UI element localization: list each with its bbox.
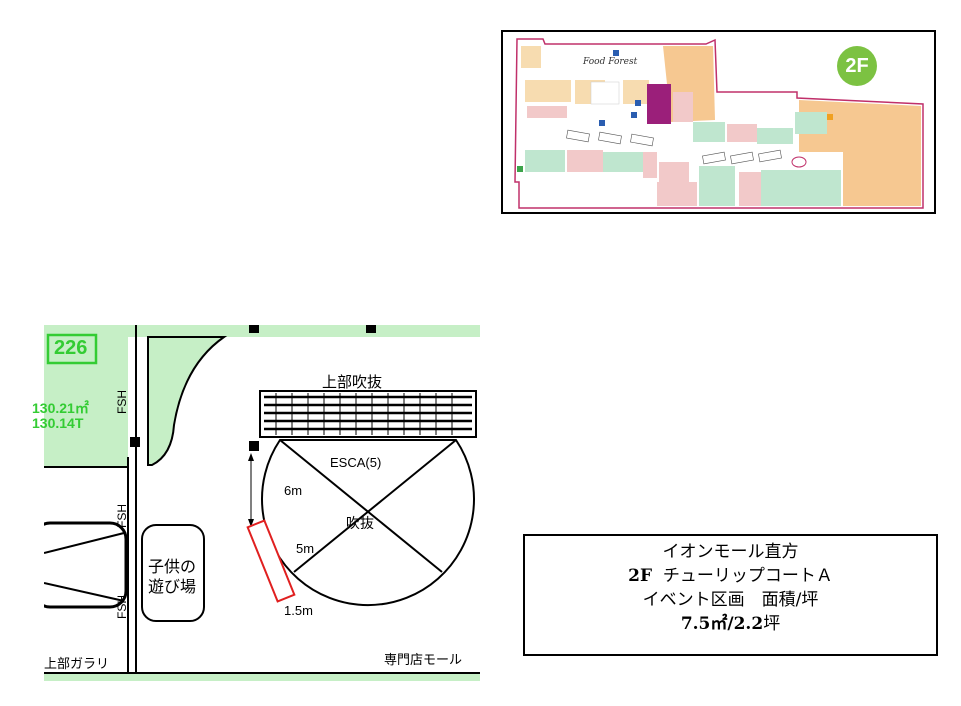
kids-area-label-2: 遊び場 [148,577,197,596]
dimension-5m: 5m [296,541,315,556]
area-value-row: 7.5㎡/2.2坪 [525,612,936,636]
kids-area-label-1: 子供の [148,557,197,576]
detail-floor-plan: 226 130.21㎡ 130.14T FSH FSH FSH 上部吹抜 ESC… [32,325,480,681]
unit-number: 226 [54,337,88,359]
event-area-marker [246,519,296,603]
court-name: チューリップコートＡ [662,566,833,586]
area-unit: 坪 [763,614,781,634]
mall-name: イオンモール直方 [662,542,799,562]
gallery-upper-label: 上部ガラリ [44,657,110,672]
feature-shop-block [647,84,671,124]
floor-badge: 2F [837,46,877,86]
floor-and-court: 2F チューリップコートＡ [525,564,936,588]
overview-floorplan-graphic [514,38,924,209]
floor-label: 2F [628,566,653,586]
event-space-info-box: イオンモール直方 2F チューリップコートＡ イベント区画 面積/坪 7.5㎡/… [523,534,938,656]
fsh-label-bottom: FSH [115,595,129,619]
atrium-label: 吹抜 [346,516,374,532]
unit-area-t: 130.14T [32,415,84,431]
floor-overview-map: 2F Food Forest [501,30,936,214]
shop-mall-label: 専門店モール [384,653,463,668]
area-heading: イベント区画 面積/坪 [642,590,819,610]
unit-area-m2: 130.21㎡ [32,400,89,416]
area-value: 7.5㎡/2.2 [680,614,764,634]
fsh-label-top: FSH [115,390,129,414]
fsh-label-mid: FSH [115,504,129,528]
dimension-6m: 6m [284,483,303,498]
floor-plan-graphic [44,325,480,681]
escalator-label: ESCA(5) [330,455,382,470]
atrium-upper-label: 上部吹抜 [322,373,383,391]
dimension-1-5m: 1.5m [284,603,313,618]
food-court-logo: Food Forest [583,57,638,67]
